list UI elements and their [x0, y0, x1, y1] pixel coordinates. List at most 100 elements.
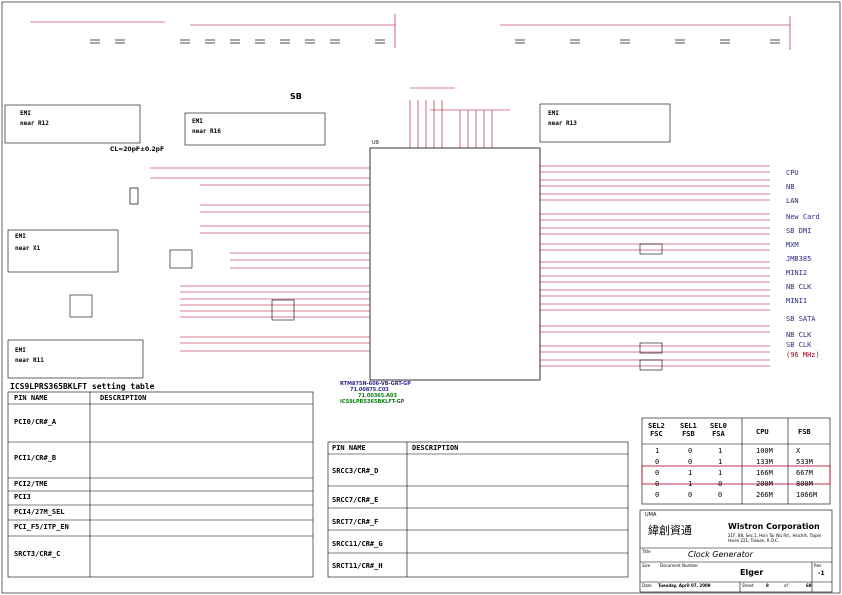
emi-r12-sub: near R12	[20, 120, 49, 127]
doc-number: Elger	[740, 568, 764, 577]
title-block	[639, 509, 833, 593]
fsb-cell: 1	[718, 458, 723, 466]
dest-new-card: New Card	[786, 213, 820, 221]
sheet-label: Sheet	[742, 583, 754, 588]
crystal-x1	[129, 187, 139, 205]
right-resistor-packs	[639, 243, 663, 371]
fsb-cell: 1066M	[796, 491, 818, 499]
setting-col-desc: DESCRIPTION	[100, 394, 147, 402]
chip-ref: U9	[372, 140, 379, 146]
company-address: 21F, 88, Sec.1, Hsin Tai Wu Rd., Hsichih…	[728, 533, 822, 543]
fsb-h-sel2: SEL2 FSC	[648, 422, 665, 438]
fsb-cell: 533M	[796, 458, 813, 466]
dest-sb-sata: SB SATA	[786, 315, 816, 323]
emi-r16-title: EMI	[192, 118, 203, 125]
dest-nb-clk-2: NB CLK	[786, 331, 812, 339]
pin2-row-2: SRCT7/CR#_F	[332, 518, 379, 526]
setting-row-3: PCI3	[14, 493, 31, 501]
fsb-h-cpu: CPU	[756, 428, 769, 436]
uma-label: UMA	[645, 512, 657, 518]
doc-number-label: Document Number	[660, 563, 699, 568]
dest-nb-clk: NB CLK	[786, 283, 812, 291]
pin2-row-4: SRCT11/CR#_H	[332, 562, 383, 570]
fsb-cell: 667M	[796, 469, 813, 477]
of-label: of	[784, 583, 788, 588]
sb-label: SB	[290, 92, 302, 101]
emi-r13-title: EMI	[548, 110, 559, 117]
fsb-h-sel0: SEL0 FSA	[710, 422, 727, 438]
dest-mini2: MINI2	[786, 269, 808, 277]
pin2-row-3: SRCC11/CR#_G	[332, 540, 383, 548]
pin2-row-1: SRCC7/CR#_E	[332, 496, 379, 504]
chip-name-1: RTM875N-606-VB-GRT-GP	[340, 381, 411, 387]
rev-label: Rev	[814, 563, 822, 568]
emi-box-r12	[4, 104, 141, 144]
fsb-cell: 1	[688, 480, 693, 488]
fsb-h-fsb: FSB	[798, 428, 811, 436]
chip-left-wires	[150, 167, 370, 352]
emi-box-r11	[7, 339, 144, 379]
fsb-cell: 1	[688, 469, 693, 477]
fsb-cell: 0	[655, 480, 660, 488]
company-cn: 緯創資通	[648, 524, 692, 537]
pin2-col-desc: DESCRIPTION	[412, 444, 459, 452]
setting-row-4: PCI4/27M_SEL	[14, 508, 65, 516]
fsb-cell: 200M	[756, 480, 773, 488]
dest-sb-dmi: SB DMI	[786, 227, 812, 235]
emi-box-x1	[7, 229, 119, 273]
emi-r16-sub: near R16	[192, 128, 221, 135]
dest-mxm: MXM	[786, 241, 799, 249]
fsb-cell: 0	[718, 480, 723, 488]
chip-top-pins	[409, 87, 510, 148]
pin-table-2	[327, 441, 629, 578]
emi-x1-sub: near X1	[15, 245, 41, 252]
chip-name-4: ICS9LPRS365BKLFT-GP	[340, 399, 405, 405]
date-label: Date	[642, 583, 652, 588]
fsb-cell: 800M	[796, 480, 813, 488]
emi-r11-sub: near R11	[15, 357, 44, 364]
fsb-cell: 0	[718, 491, 723, 499]
fsb-cell: 0	[655, 469, 660, 477]
setting-row-0: PCI0/CR#_A	[14, 418, 57, 426]
fsb-cell: 1	[718, 469, 723, 477]
left-resistor-packs	[69, 249, 295, 321]
title-label: Title	[642, 549, 651, 554]
fsb-cell: 0	[688, 447, 693, 455]
fsb-cell: X	[796, 447, 801, 455]
dest-mini1: MINI1	[786, 297, 808, 305]
emi-box-r16	[184, 112, 326, 146]
fsb-cell: 133M	[756, 458, 773, 466]
setting-row-1: PCI1/CR#_B	[14, 454, 57, 462]
dest-sb-clk: SB CLK	[786, 341, 812, 349]
top-caps	[90, 39, 780, 44]
of-value: 60	[806, 583, 812, 588]
fsb-cell: 0	[655, 491, 660, 499]
emi-r12-title: EMI	[20, 110, 31, 117]
pin2-col-pin: PIN NAME	[332, 444, 366, 452]
sheet-value: 9	[766, 583, 769, 588]
fsb-cell: 0	[688, 458, 693, 466]
dest-96mhz: (96 MHz)	[786, 351, 820, 359]
destination-labels: CPU NB LAN New Card SB DMI MXM JMB385 MI…	[786, 166, 820, 360]
rev-value: -1	[818, 570, 825, 577]
dest-jmb385: JMB385	[786, 255, 812, 263]
size-label: Size	[642, 563, 651, 568]
fsb-cell: 266M	[756, 491, 773, 499]
fsb-cell: 1	[655, 447, 660, 455]
fsb-cell: 166M	[756, 469, 773, 477]
setting-row-5: PCI_F5/ITP_EN	[14, 523, 69, 531]
pin2-row-0: SRCC3/CR#_D	[332, 467, 379, 475]
dest-lan: LAN	[786, 197, 799, 205]
date-value: Tuesday, April 07, 2009	[658, 583, 711, 588]
company-name: Wistron Corporation	[728, 522, 820, 531]
chip-name-2: 71.00875.C03	[350, 387, 389, 393]
chip-right-wires	[540, 165, 770, 367]
dest-nb: NB	[786, 183, 795, 191]
fsb-table	[641, 417, 831, 505]
setting-table	[7, 391, 314, 578]
dest-cpu: CPU	[786, 169, 799, 177]
cl-note: CL=20pF±0.2pF	[110, 146, 165, 153]
fsb-cell: 0	[655, 458, 660, 466]
